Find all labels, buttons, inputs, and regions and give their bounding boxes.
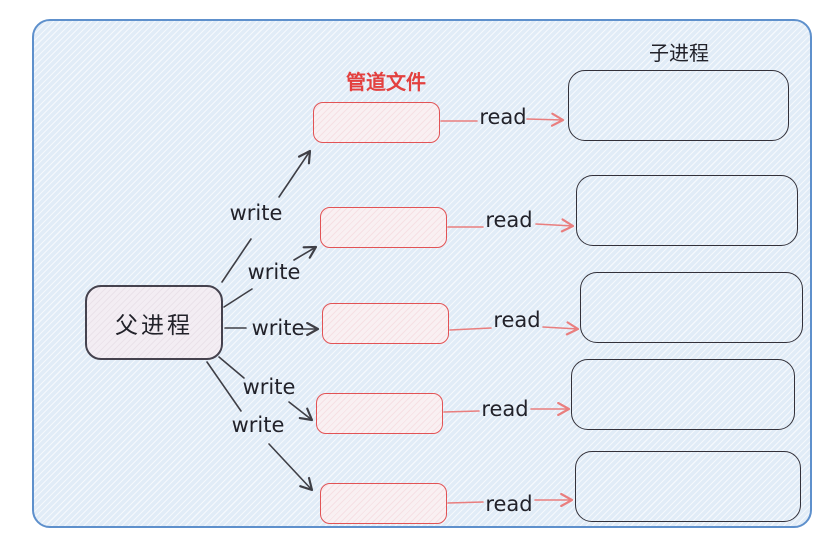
parent-process-node: 父进程 [85, 285, 223, 360]
read-label-1: read [479, 105, 527, 129]
write-label-4: write [242, 375, 296, 399]
child-process-node-1 [568, 70, 789, 141]
pipe-node-4 [316, 393, 443, 434]
write-label-3: write [251, 316, 305, 340]
child-process-node-3 [580, 272, 803, 343]
parent-process-label: 父进程 [115, 312, 193, 339]
read-label-5: read [485, 492, 533, 516]
child-process-node-5 [575, 451, 801, 522]
child-process-node-4 [571, 359, 795, 430]
pipe-node-5 [320, 483, 447, 524]
read-label-4: read [481, 397, 529, 421]
pipe-node-1 [313, 102, 440, 143]
write-label-1: write [229, 201, 283, 225]
pipe-node-3 [322, 303, 449, 344]
read-label-3: read [493, 308, 541, 332]
write-label-2: write [247, 260, 301, 284]
child-process-title: 子进程 [649, 41, 709, 65]
child-process-node-2 [576, 175, 798, 246]
pipe-file-title: 管道文件 [346, 70, 426, 94]
read-label-2: read [485, 208, 533, 232]
pipe-node-2 [320, 207, 447, 248]
write-label-5: write [231, 413, 285, 437]
